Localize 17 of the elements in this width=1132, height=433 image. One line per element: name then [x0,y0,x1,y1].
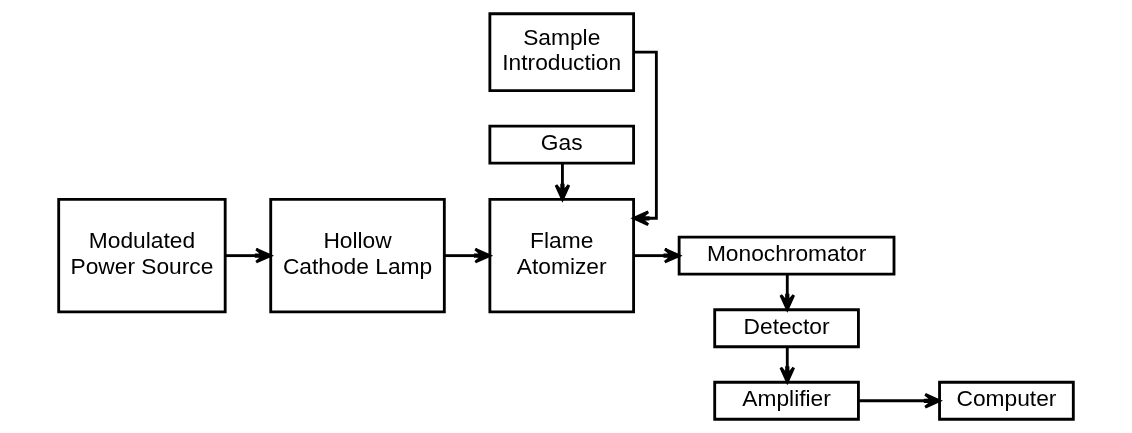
node-box: Flame Atomizer [488,198,635,314]
node-box: Gas [488,124,635,165]
arrow [444,247,491,264]
arrow [779,346,796,384]
arrow [858,392,941,409]
arrow [554,163,571,201]
node-box: Sample Introduction [488,12,635,92]
node-box: Detector [713,308,860,349]
arrow [779,274,796,311]
arrow [634,247,681,264]
node-box: Modulated Power Source [57,198,227,314]
node-box: Hollow Cathode Lamp [269,198,446,314]
arrow [632,50,658,227]
node-box: Computer [938,380,1075,421]
node-box: Amplifier [713,380,860,421]
arrow [225,247,272,264]
node-box: Monochromator [677,235,896,276]
